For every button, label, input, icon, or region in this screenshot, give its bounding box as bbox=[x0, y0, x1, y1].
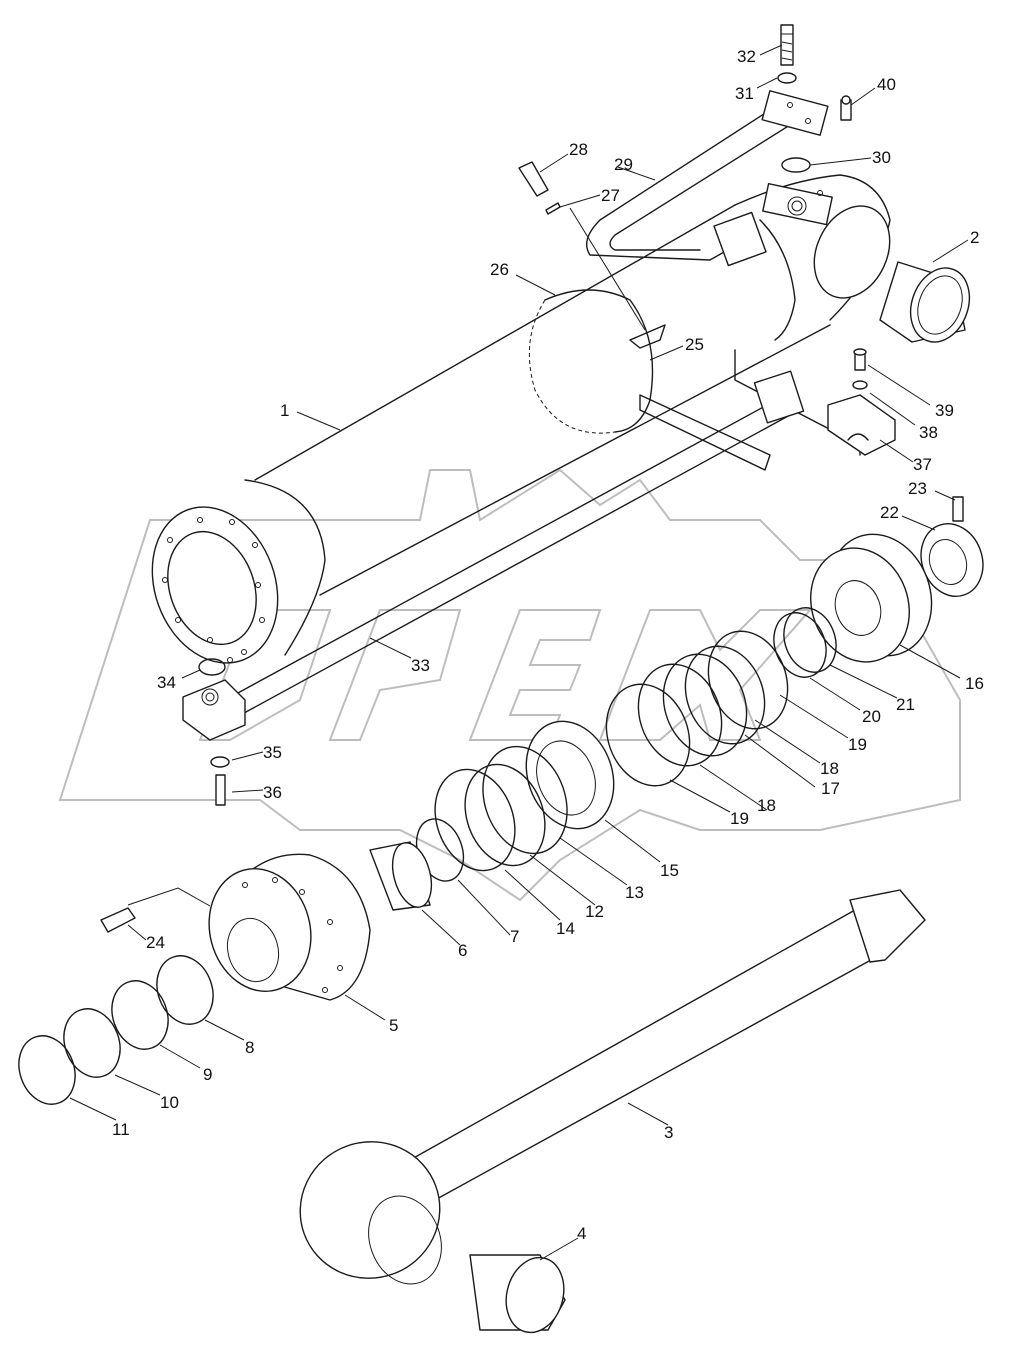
part-32-screw bbox=[780, 24, 794, 66]
seal-ring-stack bbox=[605, 607, 837, 787]
callout-1: 1 bbox=[280, 401, 289, 420]
part-26-pipe-clamp bbox=[528, 289, 861, 471]
part-31-washer bbox=[777, 72, 797, 84]
callout-32: 32 bbox=[737, 47, 756, 66]
callout-24: 24 bbox=[146, 933, 165, 952]
callout-4: 4 bbox=[577, 1224, 586, 1243]
part-35-washer bbox=[210, 756, 230, 768]
callout-5: 5 bbox=[389, 1016, 398, 1035]
part-38-washer bbox=[852, 380, 868, 390]
part-23-set-screw bbox=[952, 496, 964, 522]
part-3-piston-rod bbox=[299, 889, 926, 1285]
part-37-clamp-block bbox=[827, 394, 896, 456]
part-21-ring bbox=[783, 607, 837, 673]
part-24-screw bbox=[100, 907, 136, 933]
callout-36: 36 bbox=[263, 783, 282, 802]
callout-11: 11 bbox=[112, 1120, 130, 1139]
callout-27: 27 bbox=[601, 186, 620, 205]
callout-29: 29 bbox=[614, 155, 633, 174]
callout-6: 6 bbox=[458, 941, 467, 960]
callout-21: 21 bbox=[896, 695, 915, 714]
part-39-bolt bbox=[853, 348, 867, 371]
part-1-cylinder-barrel bbox=[151, 174, 891, 664]
callout-3: 3 bbox=[664, 1123, 673, 1142]
part-36-screw bbox=[215, 774, 226, 806]
callout-37: 37 bbox=[913, 455, 932, 474]
callout-25: 25 bbox=[685, 335, 704, 354]
callout-13: 13 bbox=[625, 883, 644, 902]
callout-35: 35 bbox=[263, 743, 282, 762]
part-19-ring-b bbox=[605, 683, 691, 787]
part-12-ring bbox=[464, 763, 546, 867]
callout-34: 34 bbox=[157, 673, 176, 692]
part-2-bushing bbox=[879, 261, 971, 343]
callout-9: 9 bbox=[203, 1065, 212, 1084]
callout-19-lower: 19 bbox=[730, 809, 749, 828]
callout-23: 23 bbox=[908, 479, 927, 498]
part-30-o-ring bbox=[781, 157, 811, 173]
callout-30: 30 bbox=[872, 148, 891, 167]
callout-33: 33 bbox=[411, 656, 430, 675]
part-40-grease-nipple bbox=[840, 95, 852, 121]
callout-12: 12 bbox=[585, 902, 604, 921]
part-33-lower-tube bbox=[182, 370, 805, 741]
callout-39: 39 bbox=[935, 401, 954, 420]
part-4-bushing bbox=[469, 1254, 566, 1334]
part-17-ring bbox=[662, 653, 748, 757]
callout-16: 16 bbox=[965, 674, 984, 693]
part-18-ring-b bbox=[637, 663, 723, 767]
callout-20: 20 bbox=[862, 707, 881, 726]
callout-17: 17 bbox=[821, 779, 840, 798]
watermark-label: OPEX bbox=[800, 179, 803, 181]
leader-lines bbox=[69, 44, 969, 1261]
callout-31: 31 bbox=[735, 84, 754, 103]
callout-18-upper: 18 bbox=[820, 759, 839, 778]
part-18-ring-a bbox=[684, 645, 766, 745]
callout-26: 26 bbox=[490, 260, 509, 279]
callout-40: 40 bbox=[877, 75, 896, 94]
part-13-ring bbox=[482, 745, 568, 855]
callout-7: 7 bbox=[510, 927, 519, 946]
part-10-seal bbox=[63, 1008, 121, 1078]
callout-15: 15 bbox=[660, 861, 679, 880]
part-29-upper-tube bbox=[586, 90, 829, 267]
callout-19-upper: 19 bbox=[848, 735, 867, 754]
part-5-rod-guide bbox=[208, 853, 371, 1001]
part-15-spacer bbox=[525, 720, 615, 830]
part-9-seal bbox=[111, 980, 169, 1050]
part-14-ring bbox=[434, 768, 516, 872]
part-34-o-ring bbox=[198, 658, 226, 676]
part-11-seal bbox=[18, 1035, 76, 1105]
callout-14: 14 bbox=[556, 919, 575, 938]
callout-labels: 1 2 3 4 5 6 7 8 9 10 11 12 13 14 15 16 1… bbox=[112, 47, 984, 1243]
callout-28: 28 bbox=[569, 140, 588, 159]
callout-18-lower: 18 bbox=[757, 796, 776, 815]
part-28-bolt bbox=[518, 161, 549, 197]
part-6-bushing bbox=[369, 841, 433, 911]
callout-38: 38 bbox=[919, 423, 938, 442]
callout-8: 8 bbox=[245, 1038, 254, 1057]
part-27-pin bbox=[545, 202, 561, 215]
callout-2: 2 bbox=[970, 228, 979, 247]
callout-22: 22 bbox=[880, 503, 899, 522]
part-16-piston bbox=[810, 533, 933, 663]
callout-10: 10 bbox=[160, 1093, 179, 1112]
part-8-seal bbox=[156, 955, 214, 1025]
